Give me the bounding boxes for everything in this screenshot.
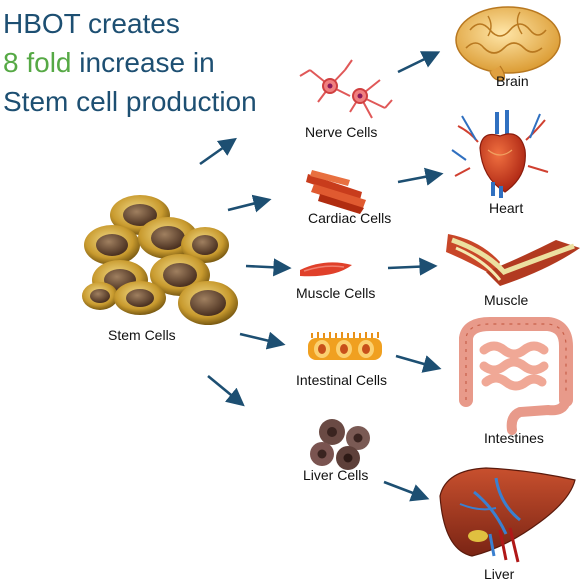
cardiac-cells-icon bbox=[306, 170, 366, 214]
heart-icon bbox=[451, 110, 549, 198]
liver-cells-icon bbox=[310, 419, 370, 470]
liver-icon bbox=[439, 467, 576, 563]
nerve-cells-label: Nerve Cells bbox=[305, 124, 378, 140]
arrows-stem-to-cells bbox=[199, 137, 292, 407]
title-line-2: 8 fold increase in bbox=[3, 43, 257, 82]
muscle-icon bbox=[446, 234, 580, 286]
title-line-3: Stem cell production bbox=[3, 86, 257, 117]
arrows-cells-to-organs bbox=[383, 51, 444, 502]
heart-label: Heart bbox=[489, 200, 524, 216]
intestinal-cells-icon bbox=[308, 332, 382, 360]
intestinal-cells-label: Intestinal Cells bbox=[296, 372, 388, 388]
diagram-title: HBOT creates 8 fold increase in Stem cel… bbox=[3, 4, 257, 121]
muscle-label: Muscle bbox=[484, 292, 529, 308]
title-line-1: HBOT creates bbox=[3, 8, 180, 39]
arrow-to-intestinal-cells bbox=[239, 331, 286, 350]
arrow-to-intestines bbox=[395, 354, 442, 373]
arrow-to-nerve-cells bbox=[199, 137, 237, 166]
arrow-to-cardiac-cells bbox=[227, 194, 272, 213]
title-highlight: 8 fold bbox=[3, 47, 72, 78]
arrow-to-muscle-cells bbox=[245, 258, 292, 277]
liver-label: Liver bbox=[484, 566, 515, 582]
intestines-icon bbox=[459, 317, 573, 435]
muscle-cells-label: Muscle Cells bbox=[296, 285, 376, 301]
brain-label: Brain bbox=[496, 73, 529, 89]
arrow-to-liver-cells bbox=[207, 374, 245, 407]
arrow-to-muscle bbox=[387, 257, 438, 276]
cardiac-cells-label: Cardiac Cells bbox=[308, 210, 392, 226]
liver-cells-label: Liver Cells bbox=[303, 467, 369, 483]
intestines-label: Intestines bbox=[484, 430, 544, 446]
arrow-to-liver bbox=[383, 480, 430, 502]
brain-icon bbox=[455, 6, 561, 81]
title-line-2-rest: increase in bbox=[71, 47, 215, 78]
arrow-to-heart bbox=[397, 167, 444, 186]
nerve-cells-icon bbox=[299, 59, 393, 119]
muscle-cells-icon bbox=[300, 262, 352, 277]
stem-cells-icon bbox=[82, 195, 238, 325]
arrow-to-brain bbox=[397, 51, 441, 74]
stem-cells-label: Stem Cells bbox=[108, 327, 176, 343]
